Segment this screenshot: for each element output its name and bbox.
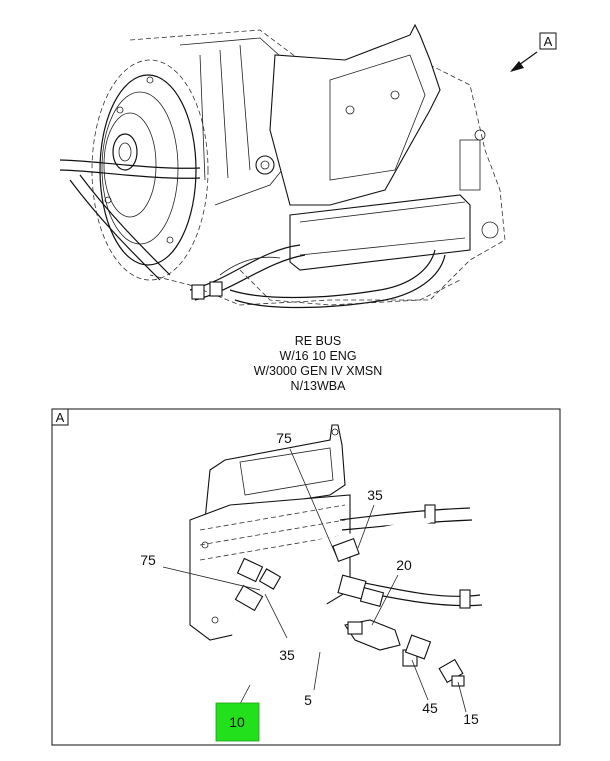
highlight-box[interactable]: [215, 702, 260, 742]
elbow-fittings: [402, 634, 465, 687]
caption-line-3: W/3000 GEN IV XMSN: [254, 364, 383, 378]
callout-10-highlight[interactable]: 10: [215, 702, 260, 742]
callout-45: 45: [422, 700, 438, 716]
caption-line-2: W/16 10 ENG: [279, 349, 356, 363]
view-label-top: A: [539, 32, 557, 50]
callout-20: 20: [396, 557, 412, 573]
view-label-detail-text: A: [56, 410, 65, 425]
view-arrow: [510, 51, 538, 72]
fitting-right: [332, 538, 385, 608]
callout-35-bottom: 35: [279, 647, 295, 663]
detail-view-a: A: [51, 408, 561, 746]
detail-frame: [51, 408, 561, 746]
caption: RE BUS W/16 10 ENG W/3000 GEN IV XMSN N/…: [254, 334, 383, 393]
callout-35-top: 35: [367, 487, 383, 503]
fitting-left: [234, 557, 282, 612]
callout-75-top: 75: [276, 430, 292, 446]
leader-lines: [162, 448, 467, 713]
callout-5: 5: [304, 692, 312, 708]
caption-line-1: RE BUS: [295, 334, 342, 348]
view-label-top-text: A: [544, 34, 553, 49]
callout-15: 15: [463, 711, 479, 727]
callout-10[interactable]: 10: [229, 714, 245, 730]
transmission-illustration: [59, 23, 506, 309]
caption-line-4: N/13WBA: [291, 379, 347, 393]
callout-75-left: 75: [140, 552, 156, 568]
